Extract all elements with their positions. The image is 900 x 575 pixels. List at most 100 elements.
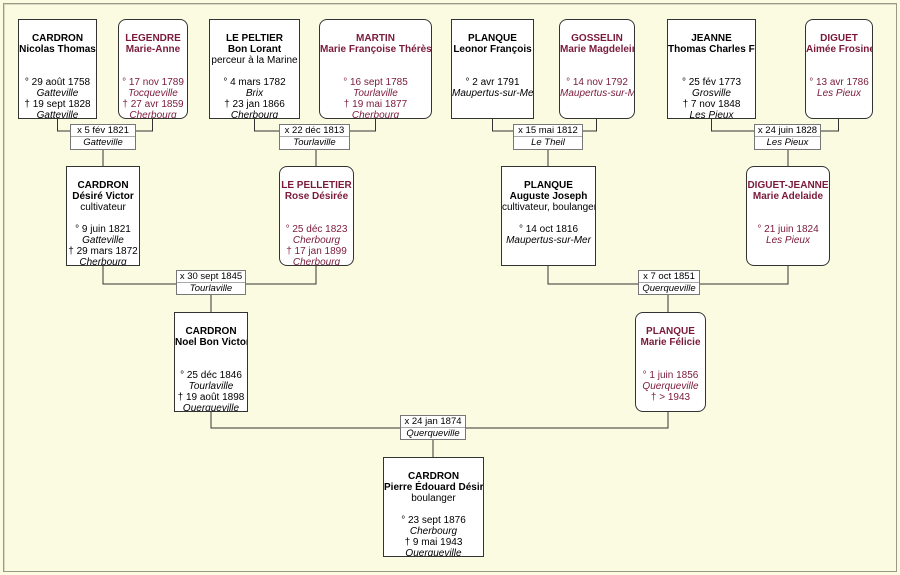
person-occupation: perceur à la Marine (211, 55, 298, 66)
spacer (280, 213, 353, 224)
event-date: ° 25 fév 1773 (681, 77, 742, 88)
spacer (560, 55, 634, 66)
person-given-names: Rose Désirée (284, 191, 349, 202)
event-place: Les Pieux (689, 110, 734, 119)
person-given-names: Thomas Charles François (668, 44, 755, 55)
event-date: ° 2 avr 1791 (465, 77, 520, 88)
marriage-place: Tourlaville (189, 283, 233, 294)
event-date: ° 23 sept 1876 (401, 515, 466, 526)
event-date: ° 13 avr 1786 (809, 77, 869, 88)
marriage-date: x 24 jan 1874 (401, 416, 465, 428)
person-surname: LE PELTIER (225, 33, 284, 44)
spacer (384, 504, 483, 515)
event-place: Cherbourg (351, 110, 400, 119)
person-occupation: boulanger (411, 493, 456, 504)
marriage-place: Le Theil (531, 137, 565, 148)
person-given-names: Bon Lorant (227, 44, 282, 55)
spacer (452, 55, 533, 66)
event-date: ° 14 nov 1792 (566, 77, 628, 88)
person-surname: MARTIN (356, 33, 395, 44)
event-place: Tourlaville (353, 88, 398, 99)
marriage-date: x 5 fév 1821 (71, 125, 135, 137)
person-surname: CARDRON (31, 33, 84, 44)
person-given-names: Marie-Anne (125, 44, 181, 55)
spacer (67, 213, 139, 224)
event-date: † 27 avr 1859 (122, 99, 184, 110)
person-given-names: Désiré Victor (72, 191, 134, 202)
event-date: † 19 août 1898 (177, 392, 245, 403)
event-date: † 19 mai 1877 (343, 99, 408, 110)
event-place: Maupertus-sur-Mer (506, 235, 591, 246)
spacer (452, 66, 533, 77)
spacer (119, 66, 187, 77)
event-date: ° 17 nov 1789 (122, 77, 184, 88)
event-place: Gatteville (82, 235, 124, 246)
event-date: ° 29 août 1758 (24, 77, 91, 88)
person-given-names: Marie Françoise Thérèse (320, 44, 432, 55)
event-date: ° 4 mars 1782 (223, 77, 286, 88)
event-place: Tocqueville (128, 88, 178, 99)
event-place: Cherbourg (409, 526, 458, 537)
event-place: Cherbourg (129, 110, 177, 119)
spacer (320, 55, 431, 66)
person-surname: LEGENDRE (125, 33, 181, 44)
person-surname: DIGUET-JEANNE (747, 180, 829, 191)
person-given-names: Aimée Frosine (806, 44, 873, 55)
person-surname: CARDRON (77, 180, 129, 191)
event-date: ° 25 déc 1823 (285, 224, 348, 235)
person-surname: PLANQUE (524, 180, 573, 191)
spacer (668, 66, 755, 77)
marriage-place: Querqueville (406, 428, 460, 439)
person-given-names: Marie Adelaide (752, 191, 824, 202)
event-place: Cherbourg (79, 257, 127, 266)
event-date: ° 25 déc 1846 (180, 370, 242, 381)
event-place: Brix (245, 88, 264, 99)
event-place: Maupertus-sur-Mer (560, 88, 634, 99)
event-date: † 23 jan 1866 (224, 99, 285, 110)
marriage-date: x 30 sept 1845 (177, 271, 245, 283)
event-place: Les Pieux (766, 235, 810, 246)
person-given-names: Auguste Joseph (509, 191, 588, 202)
person-given-names: Marie Magdeleine (560, 44, 634, 55)
spacer (560, 66, 634, 77)
person-surname: PLANQUE (468, 33, 517, 44)
event-date: ° 21 juin 1824 (757, 224, 819, 235)
spacer (280, 202, 353, 213)
event-place: Tourlaville (188, 381, 234, 392)
event-place: Cherbourg (230, 110, 279, 119)
event-place: Cherbourg (292, 257, 341, 266)
spacer (175, 348, 247, 359)
marriage-date: x 7 oct 1851 (639, 271, 699, 283)
person-surname: CARDRON (185, 326, 237, 337)
person-surname: CARDRON (407, 471, 460, 482)
chart-frame (3, 3, 897, 572)
spacer (636, 348, 705, 359)
event-place: Querqueville (182, 403, 240, 412)
spacer (119, 55, 187, 66)
event-place: Les Pieux (817, 88, 861, 99)
person-occupation: cultivateur, boulanger (502, 202, 596, 213)
marriage-place: Gatteville (83, 137, 123, 148)
event-place: Grosville (692, 88, 731, 99)
spacer (668, 55, 755, 66)
